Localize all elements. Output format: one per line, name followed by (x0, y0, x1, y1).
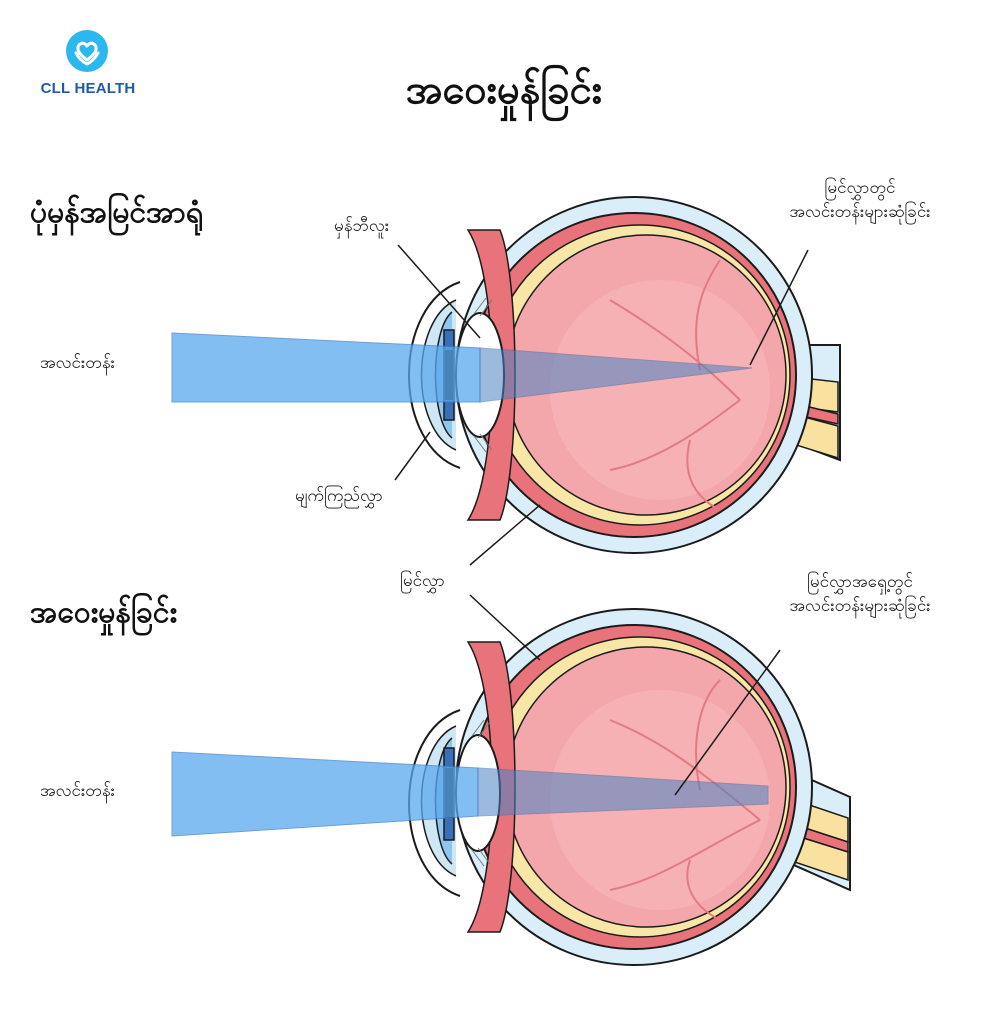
hyperopic-eye (171, 608, 851, 966)
light-beam-focus-2 (477, 767, 769, 817)
focus-label-normal-line1: မြင်လွှာတွင် (824, 178, 896, 198)
light-label-bottom: အလင်းတန်း (40, 781, 115, 801)
normal-vision-heading: ပုံမှန်အမြင်အာရုံ (30, 195, 204, 230)
light-label-top: အလင်းတန်း (40, 353, 115, 373)
focus-label-normal: မြင်လွှာတွင် အလင်းတန်းများဆုံခြင်း (730, 176, 990, 224)
focus-label-hyperopia: မြင်လွှာအရှေ့တွင် အလင်းတန်းများဆုံခြင်း (730, 570, 990, 618)
zonules (473, 297, 493, 453)
leader-lines (394, 244, 809, 796)
brand-name: CLL HEALTH (40, 80, 136, 97)
focus-label-hyperopia-line2: အလင်းတန်းများဆုံခြင်း (789, 596, 931, 616)
page-title: အဝေးမှုန်ခြင်း (405, 67, 603, 113)
focus-label-normal-line2: အလင်းတန်းများဆုံခြင်း (789, 202, 931, 222)
lens-label: မှန်ဘီလူး (334, 216, 390, 236)
ciliary-body-2 (466, 641, 516, 933)
normal-eye (171, 196, 841, 554)
zonules-2 (471, 719, 491, 867)
hyperopia-heading: အဝေးမှုန်ခြင်း (30, 595, 178, 630)
heart-hands-icon (74, 41, 100, 66)
cornea-label: မျက်ကြည်လွှာ (295, 486, 383, 506)
blood-vessels (609, 259, 741, 511)
retina-label: မြင်လွှာ (400, 571, 445, 591)
logo-badge (66, 30, 108, 72)
focus-label-hyperopia-line1: မြင်လွှာအရှေ့တွင် (807, 572, 913, 592)
light-beam-focus (479, 347, 753, 403)
